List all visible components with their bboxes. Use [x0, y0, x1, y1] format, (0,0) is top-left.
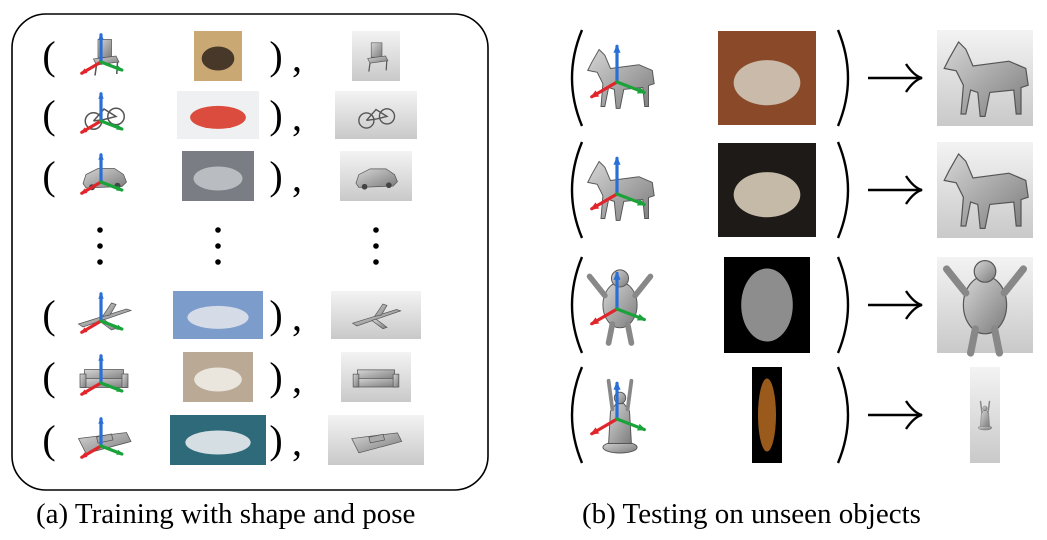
open-paren: (	[42, 92, 55, 137]
training-panel: (),(),(),(),(),(),	[42, 31, 424, 465]
caption-training: (a) Training with shape and pose	[36, 498, 416, 530]
sofa-photo-icon	[183, 352, 253, 402]
car-photo-icon	[182, 151, 254, 201]
close-paren: )	[269, 292, 282, 337]
pose-axes-icon	[80, 291, 124, 334]
ellipsis-1	[215, 227, 221, 265]
testing-row-horse	[570, 141, 1033, 239]
close-bracket	[836, 366, 850, 464]
chair-shape-icon	[92, 39, 120, 76]
boat-shape-icon	[77, 432, 132, 454]
caption-testing: (b) Testing on unseen objects	[582, 498, 921, 530]
maps-to-arrow-icon	[868, 400, 923, 430]
pose-axes-icon	[590, 381, 647, 436]
airplane-photo-icon	[173, 291, 263, 339]
comma: ,	[292, 94, 302, 139]
horse-shape-icon	[586, 48, 655, 109]
armadillo-photo-icon	[724, 257, 810, 353]
close-bracket	[836, 29, 850, 127]
open-paren: (	[42, 354, 55, 399]
chair-render-shape-icon	[367, 42, 389, 72]
pose-axes-icon	[590, 271, 647, 326]
buddha-result-icon	[970, 367, 1000, 463]
armadillo-result-icon	[937, 257, 1033, 357]
pose-axes-icon	[590, 44, 647, 99]
training-row-car: (),	[42, 151, 412, 201]
boat-render-icon	[328, 415, 424, 465]
car-render-icon	[340, 151, 412, 201]
training-row-bicycle: (),	[42, 91, 417, 139]
sofa-render-icon	[341, 352, 411, 402]
training-row-sofa: (),	[42, 352, 411, 402]
ellipsis-2	[373, 227, 379, 265]
horse-render-shape-icon	[943, 153, 1029, 230]
buddha-shape-icon	[602, 378, 638, 454]
buddha-photo-icon	[752, 367, 782, 463]
chair-render-icon	[352, 31, 400, 81]
open-paren: (	[42, 33, 55, 78]
pose-axes-icon	[590, 156, 647, 211]
comma: ,	[292, 356, 302, 401]
maps-to-arrow-icon	[868, 175, 923, 205]
horse-result-icon	[937, 30, 1033, 126]
pose-axes-icon	[80, 353, 124, 396]
testing-row-armadillo	[570, 256, 1033, 357]
boat-photo-icon	[170, 415, 266, 465]
open-bracket	[570, 256, 584, 354]
comma: ,	[292, 294, 302, 339]
ellipsis-0	[97, 227, 103, 265]
horse-photo-icon	[718, 143, 816, 237]
car-render-shape-icon	[355, 168, 398, 190]
open-bracket	[570, 29, 584, 127]
bicycle-render-shape-icon	[358, 108, 396, 129]
sofa-render-shape-icon	[352, 369, 400, 388]
open-paren: (	[42, 292, 55, 337]
bicycle-render-icon	[335, 91, 417, 139]
testing-row-buddha	[570, 366, 1000, 464]
boat-render-shape-icon	[351, 432, 403, 454]
bicycle-photo-icon	[177, 91, 259, 139]
horse-render-shape-icon	[943, 41, 1029, 118]
airplane-render-icon	[331, 291, 421, 339]
close-paren: )	[269, 417, 282, 462]
chair-photo-icon	[194, 31, 242, 81]
airplane-render-shape-icon	[351, 303, 402, 330]
open-paren: (	[42, 417, 55, 462]
testing-row-horse	[570, 29, 1033, 127]
open-bracket	[570, 141, 584, 239]
maps-to-arrow-icon	[868, 63, 923, 93]
horse-result-icon	[937, 142, 1033, 238]
open-bracket	[570, 366, 584, 464]
training-row-chair: (),	[42, 31, 400, 81]
close-paren: )	[269, 354, 282, 399]
training-panel-border	[11, 13, 489, 491]
close-paren: )	[269, 33, 282, 78]
open-paren: (	[42, 153, 55, 198]
pose-axes-icon	[80, 32, 124, 75]
airplane-shape-icon	[77, 302, 133, 331]
horse-shape-icon	[586, 160, 655, 221]
close-bracket	[836, 141, 850, 239]
pose-axes-icon	[80, 91, 124, 134]
armadillo-render-shape-icon	[942, 259, 1028, 357]
training-row-boat: (),	[42, 415, 424, 465]
pose-axes-icon	[80, 152, 124, 195]
comma: ,	[292, 35, 302, 80]
horse-photo-icon	[718, 31, 816, 125]
close-bracket	[836, 256, 850, 354]
training-row-airplane: (),	[42, 291, 421, 339]
pose-axes-icon	[80, 416, 124, 459]
close-paren: )	[269, 92, 282, 137]
comma: ,	[292, 419, 302, 464]
armadillo-shape-icon	[586, 269, 654, 346]
buddha-render-shape-icon	[978, 400, 992, 431]
comma: ,	[292, 155, 302, 200]
close-paren: )	[269, 153, 282, 198]
maps-to-arrow-icon	[868, 290, 923, 320]
testing-panel	[570, 29, 1033, 464]
